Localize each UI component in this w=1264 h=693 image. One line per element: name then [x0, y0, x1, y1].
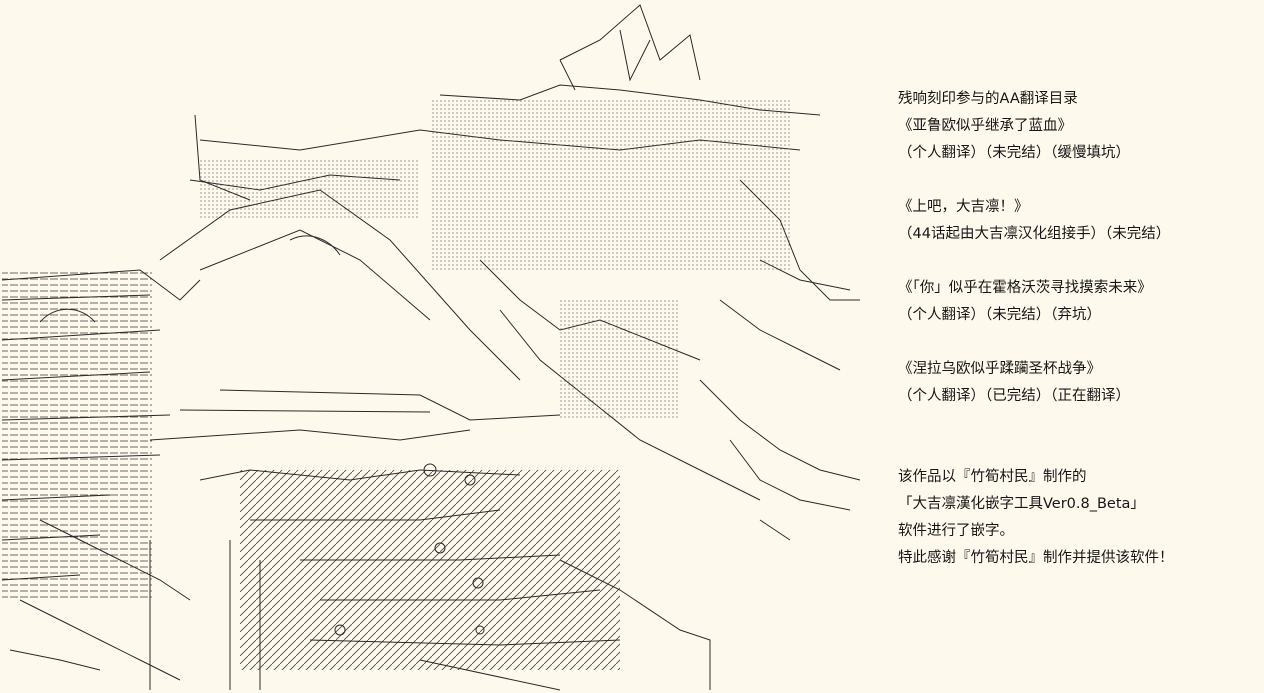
catalog-entry-title: 《涅拉乌欧似乎蹂躏圣杯战争》 — [898, 361, 1101, 377]
credits-line: 该作品以『竹筍村民』制作的 — [898, 469, 1087, 485]
catalog-heading: 残响刻印参与的AA翻译目录 — [898, 91, 1078, 107]
ascii-art-illustration — [1, 4, 861, 691]
spacer — [898, 329, 1248, 356]
catalog-entry-status: （44话起由大吉凛汉化组接手）（未完结） — [898, 226, 1171, 242]
catalog-entry-title: 《「你」似乎在霍格沃茨寻找摸索未来》 — [898, 280, 1152, 296]
catalog-entry-status: （个人翻译）（已完结）（正在翻译） — [898, 388, 1130, 404]
spacer — [898, 248, 1248, 275]
ascii-art-drawing — [1, 4, 861, 691]
catalog-entry-status: （个人翻译）（未完结）（弃坑） — [898, 307, 1101, 323]
credits-thanks: 特此感谢『竹筍村民』制作并提供该软件！ — [898, 550, 1174, 566]
catalog-entry-title: 《上吧，大吉凛！》 — [898, 199, 1029, 215]
catalog-entry-status: （个人翻译）（未完结）（缓慢填坑） — [898, 145, 1130, 161]
spacer — [898, 167, 1248, 194]
credits-line: 软件进行了嵌字。 — [898, 523, 1014, 539]
catalog-entry-title: 《亚鲁欧似乎继承了蓝血》 — [898, 118, 1072, 134]
credits-tool-name: 「大吉凛漢化嵌字工具Ver0.8_Beta」 — [898, 496, 1145, 512]
translation-catalog: 残响刻印参与的AA翻译目录 《亚鲁欧似乎继承了蓝血》 （个人翻译）（未完结）（缓… — [898, 86, 1248, 410]
typesetting-credits: 该作品以『竹筍村民』制作的 「大吉凛漢化嵌字工具Ver0.8_Beta」 软件进… — [898, 464, 1248, 572]
